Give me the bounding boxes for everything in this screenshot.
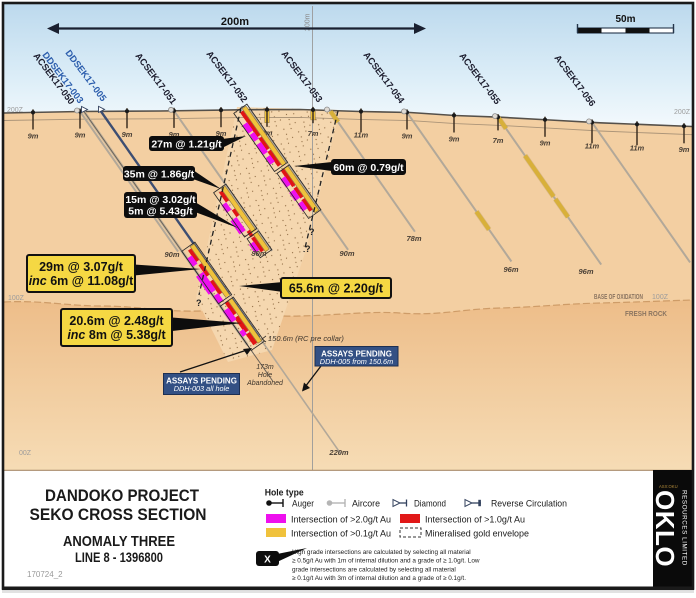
svg-text:?: ?: [309, 227, 315, 237]
svg-text:Diamond: Diamond: [414, 498, 446, 508]
svg-text:96m: 96m: [578, 267, 593, 276]
svg-text:9m: 9m: [216, 129, 227, 138]
svg-text:SEKO CROSS SECTION: SEKO CROSS SECTION: [30, 505, 207, 524]
svg-text:Intersection of >0.1g/t Au: Intersection of >0.1g/t Au: [291, 529, 391, 540]
svg-text:High grade intersections are c: High grade intersections are calculated …: [292, 549, 471, 556]
svg-text:Mineralised gold envelope: Mineralised gold envelope: [425, 529, 529, 540]
svg-text:DANDOKO PROJECT: DANDOKO PROJECT: [45, 486, 200, 505]
svg-text:60m @ 0.79g/t: 60m @ 0.79g/t: [333, 162, 404, 174]
svg-text:Aircore: Aircore: [352, 498, 380, 508]
svg-text:90m: 90m: [164, 250, 179, 259]
svg-text:Intersection of >2.0g/t Au: Intersection of >2.0g/t Au: [291, 514, 391, 525]
svg-text:90m: 90m: [339, 249, 354, 258]
svg-text:LINE 8 - 1396800: LINE 8 - 1396800: [75, 549, 163, 565]
svg-text:9m: 9m: [75, 131, 86, 140]
svg-text:Hole: Hole: [258, 372, 273, 379]
svg-text:Reverse Circulation: Reverse Circulation: [491, 498, 567, 508]
svg-text:35m @ 1.86g/t: 35m @ 1.86g/t: [124, 168, 195, 180]
svg-text:7m: 7m: [308, 129, 319, 138]
svg-text:inc 8m @ 5.38g/t: inc 8m @ 5.38g/t: [67, 328, 166, 342]
svg-text:X: X: [264, 555, 271, 566]
svg-text:≥ 0.5g/t Au with 1m of interna: ≥ 0.5g/t Au with 1m of internal dilution…: [292, 558, 480, 565]
svg-text:5m @ 5.43g/t: 5m @ 5.43g/t: [128, 206, 193, 218]
svg-text:200m: 200m: [221, 16, 249, 28]
svg-text:ASX:OKU: ASX:OKU: [659, 484, 678, 489]
svg-text:?: ?: [305, 244, 311, 254]
svg-text:9m: 9m: [122, 130, 133, 139]
svg-text:?: ?: [196, 298, 202, 308]
svg-text:BASE OF OXIDATION: BASE OF OXIDATION: [594, 294, 643, 301]
svg-text:100Z: 100Z: [8, 295, 25, 302]
svg-text:65.6m @ 2.20g/t: 65.6m @ 2.20g/t: [289, 282, 384, 296]
svg-text:Hole type: Hole type: [265, 487, 304, 497]
svg-text:≥ 0.1g/t Au with 3m of interna: ≥ 0.1g/t Au with 3m of internal dilution…: [292, 575, 466, 582]
svg-text:9m: 9m: [402, 131, 413, 140]
svg-text:ASSAYS PENDING: ASSAYS PENDING: [321, 349, 392, 358]
svg-text:90m: 90m: [251, 249, 266, 258]
svg-text:7m: 7m: [493, 136, 504, 145]
svg-text:29m @ 3.07g/t: 29m @ 3.07g/t: [39, 260, 124, 274]
svg-text:173m: 173m: [256, 364, 274, 371]
svg-text:170724_2: 170724_2: [27, 570, 63, 579]
svg-text:Abandoned: Abandoned: [246, 380, 284, 387]
svg-text:11m: 11m: [630, 143, 645, 152]
svg-text:RESOURCES LIMITED: RESOURCES LIMITED: [681, 490, 688, 566]
svg-text:ASSAYS PENDING: ASSAYS PENDING: [166, 376, 237, 385]
svg-text:20.6m @ 2.48g/t: 20.6m @ 2.48g/t: [69, 314, 164, 328]
svg-text:27m @ 1.21g/t: 27m @ 1.21g/t: [151, 138, 222, 150]
svg-text:50m: 50m: [615, 14, 635, 25]
svg-text:9m: 9m: [540, 139, 551, 148]
svg-text:150.6m (RC pre collar): 150.6m (RC pre collar): [268, 334, 344, 343]
svg-text:FRESH ROCK: FRESH ROCK: [625, 311, 667, 318]
svg-text:9m: 9m: [679, 145, 690, 154]
svg-text:200Z: 200Z: [7, 107, 24, 114]
svg-text:100Z: 100Z: [652, 294, 669, 301]
svg-text:220m: 220m: [328, 448, 349, 457]
svg-text:ANOMALY THREE: ANOMALY THREE: [63, 533, 175, 550]
svg-text:Auger: Auger: [292, 498, 314, 508]
svg-text:96m: 96m: [503, 265, 518, 274]
svg-text:9m: 9m: [169, 130, 180, 139]
svg-text:OKLO: OKLO: [650, 490, 680, 567]
svg-text:DDH-003 all hole: DDH-003 all hole: [174, 384, 230, 393]
svg-text:00Z: 00Z: [19, 450, 32, 457]
svg-text:Intersection of >1.0g/t Au: Intersection of >1.0g/t Au: [425, 514, 525, 525]
svg-text:grade intersections are calcul: grade intersections are calculated by se…: [292, 566, 456, 573]
svg-text:11m: 11m: [585, 141, 600, 150]
svg-text:9m: 9m: [449, 134, 460, 143]
svg-text:inc 6m @ 11.08g/t: inc 6m @ 11.08g/t: [29, 274, 134, 288]
svg-text:200Z: 200Z: [674, 109, 691, 116]
svg-text:9m: 9m: [28, 131, 39, 140]
svg-text:15m @ 3.02g/t: 15m @ 3.02g/t: [125, 194, 196, 206]
svg-text:200m: 200m: [305, 13, 312, 31]
svg-text:DDH-005 from 150.6m: DDH-005 from 150.6m: [320, 357, 393, 366]
svg-text:78m: 78m: [406, 234, 421, 243]
svg-text:11m: 11m: [354, 131, 369, 140]
